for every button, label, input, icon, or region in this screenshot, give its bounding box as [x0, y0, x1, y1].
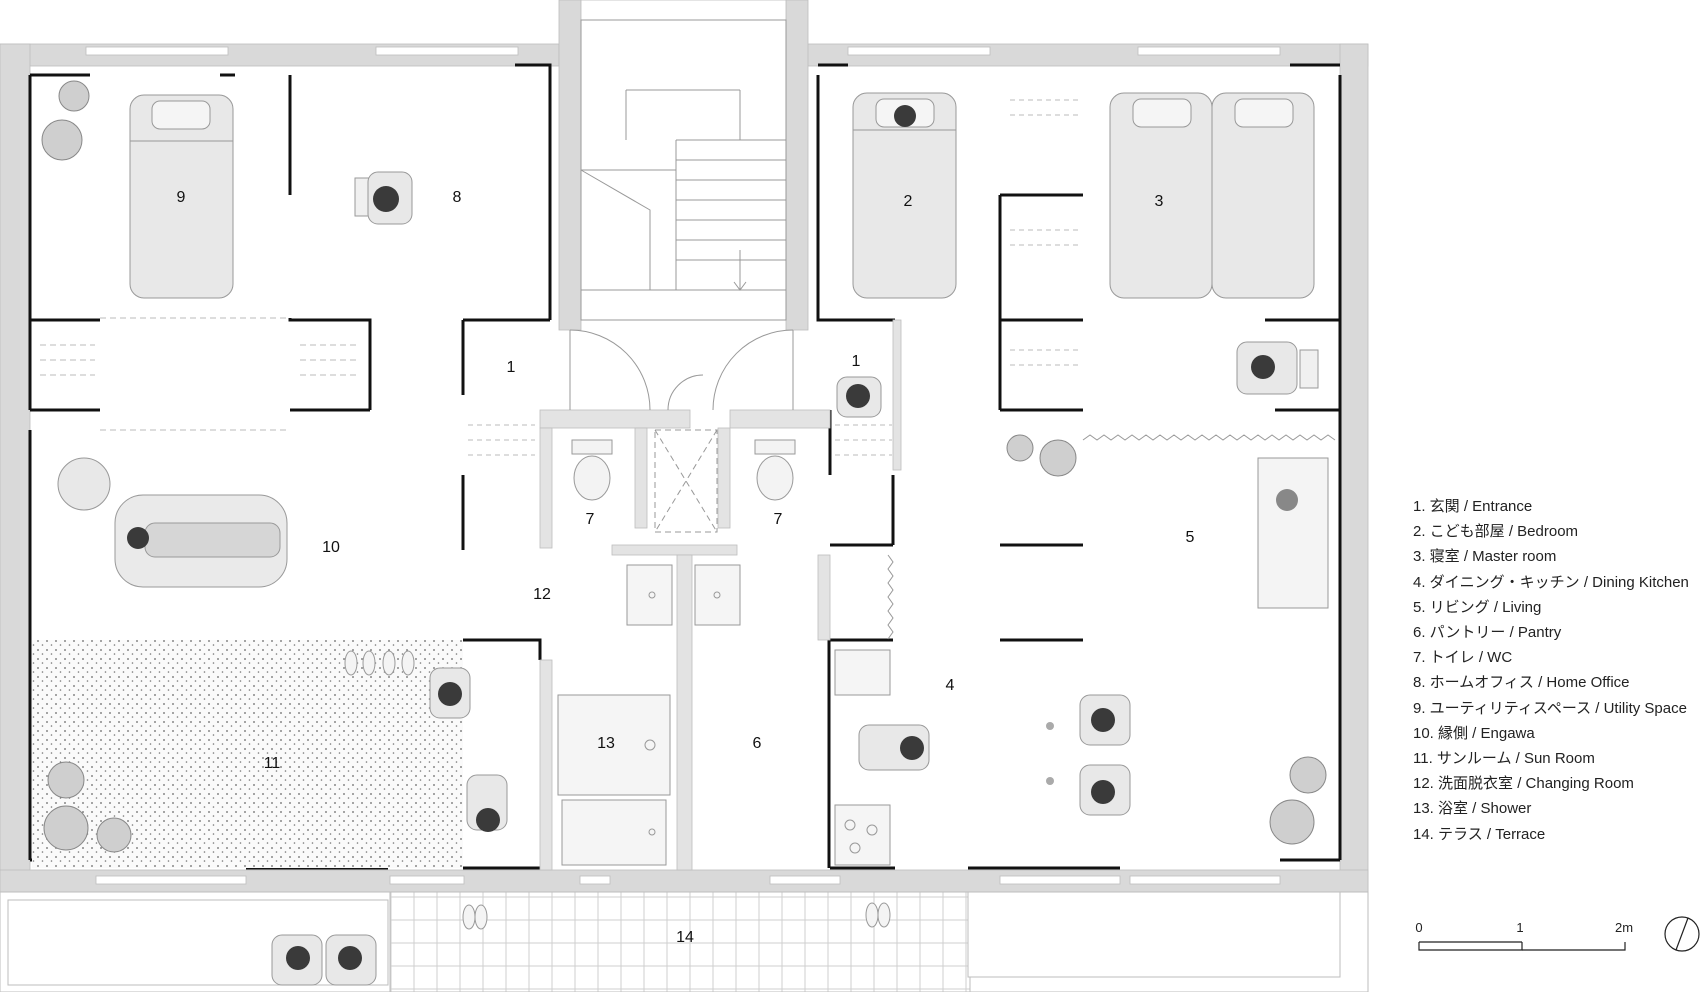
room-label-5: 5 [1186, 529, 1195, 546]
beds-master [1109, 92, 1315, 299]
room-label-1-left: 1 [507, 359, 516, 376]
bed-bedroom [852, 92, 957, 299]
terrace-chairs [271, 934, 377, 986]
sinks [626, 564, 741, 626]
scale-tick-0: 0 [1415, 920, 1422, 935]
terrace [0, 891, 1369, 992]
desk-office [354, 171, 413, 225]
scale-bar [1418, 941, 1626, 951]
legend-item: 10. 縁側 / Engawa [1413, 724, 1535, 742]
room-label-4: 4 [946, 677, 955, 694]
person-entrance [836, 376, 882, 418]
curtain-kitchen [887, 554, 894, 640]
room-label-10: 10 [322, 539, 340, 556]
legend-item: 12. 洗面脱衣室 / Changing Room [1413, 775, 1634, 793]
room-label-7-right: 7 [774, 511, 783, 528]
scale-tick-1: 1 [1516, 920, 1523, 935]
exterior-walls [0, 0, 1369, 893]
legend-item: 11. サンルーム / Sun Room [1413, 750, 1595, 768]
legend-item: 13. 浴室 / Shower [1413, 800, 1532, 818]
plant-sunroom [43, 761, 132, 853]
closet-master [1010, 99, 1080, 366]
legend-item: 4. ダイニング・キッチン / Dining Kitchen [1413, 573, 1689, 591]
shower-area [654, 429, 718, 533]
room-label-8: 8 [453, 189, 462, 206]
bath [557, 694, 671, 866]
person-sunroom [429, 667, 508, 832]
entrance-shelves [468, 424, 892, 456]
room-label-13: 13 [597, 735, 615, 752]
legend-item: 14. テラス / Terrace [1413, 825, 1546, 843]
bed-utility [129, 94, 234, 299]
partitions [539, 319, 902, 871]
windows [85, 46, 1281, 885]
doors [454, 329, 906, 971]
room-label-3: 3 [1155, 193, 1164, 210]
room-label-9: 9 [177, 189, 186, 206]
legend-item: 3. 寝室 / Master room [1413, 548, 1557, 566]
legend-item: 6. パントリー / Pantry [1413, 624, 1562, 642]
sofa-living [1257, 457, 1329, 609]
desk-master [1236, 341, 1319, 395]
toilets [571, 439, 796, 501]
shoes-sunroom [344, 650, 415, 676]
interior-walls [28, 63, 1342, 870]
legend-item: 1. 玄関 / Entrance [1413, 498, 1533, 515]
dining-people [858, 694, 1131, 816]
staircase [580, 19, 787, 321]
room-label-7-left: 7 [586, 511, 595, 528]
curtain-living [1082, 434, 1336, 441]
room-label-2: 2 [904, 193, 913, 210]
engawa-furniture [57, 457, 288, 588]
legend-item: 8. ホームオフィス / Home Office [1413, 674, 1630, 692]
legend-item: 7. トイレ / WC [1413, 649, 1513, 667]
room-label-14: 14 [676, 929, 694, 946]
room-label-12: 12 [533, 586, 551, 603]
room-label-1-right: 1 [852, 353, 861, 370]
terrace-shoes [462, 902, 891, 930]
room-label-11: 11 [264, 755, 281, 772]
north-arrow-icon [1664, 916, 1700, 952]
plant-utility [41, 80, 90, 161]
kitchen-counter [834, 649, 891, 866]
legend-item: 2. こども部屋 / Bedroom [1413, 523, 1579, 541]
legend-item: 9. ユーティリティスペース / Utility Space [1413, 699, 1687, 717]
legend-item: 5. リビング / Living [1413, 598, 1542, 616]
room-legend: 1. 玄関 / Entrance 2. こども部屋 / Bedroom 3. 寝… [1413, 494, 1693, 847]
room-label-6: 6 [753, 735, 762, 752]
plant-living [1006, 434, 1327, 845]
wardrobe-utility [40, 317, 360, 431]
scale-tick-2m: 2m [1615, 920, 1633, 935]
